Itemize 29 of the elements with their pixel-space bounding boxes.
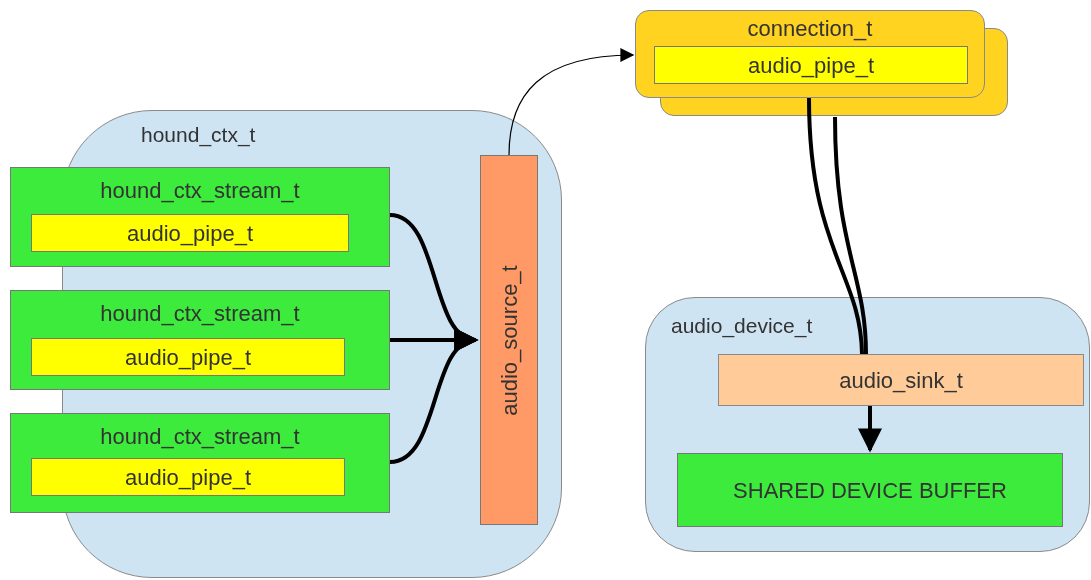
node-label: hound_ctx_stream_t [99,177,301,205]
node-label: audio_source_t [495,264,523,416]
node-label: hound_ctx_stream_t [99,423,301,451]
field-box [31,458,345,496]
struct-box [10,290,390,390]
struct-box [10,413,390,513]
stacked-cards [635,10,1009,117]
node-label: audio_pipe_t [125,463,251,492]
buffer-box [677,453,1063,527]
node-label: hound_ctx_t [141,122,256,149]
node-label: audio_pipe_t [127,219,253,248]
container-panel [645,297,1090,552]
source-bar [480,155,538,525]
node-label: hound_ctx_stream_t [99,300,301,328]
node-label: audio_pipe_t [748,51,874,80]
field-box [31,338,345,376]
node-label: audio_sink_t [839,366,963,395]
arrow [858,406,882,453]
struct-box [10,167,390,267]
field-box [31,214,349,252]
arrow [508,48,635,156]
node-label: connection_t [746,15,874,43]
connector-line [833,116,868,355]
sink-box [718,354,1084,406]
node-label: SHARED DEVICE BUFFER [733,476,1007,505]
node-label: audio_device_t [671,313,813,340]
field-box [654,46,968,84]
node-label: audio_pipe_t [125,343,251,372]
connector-line [807,97,864,355]
